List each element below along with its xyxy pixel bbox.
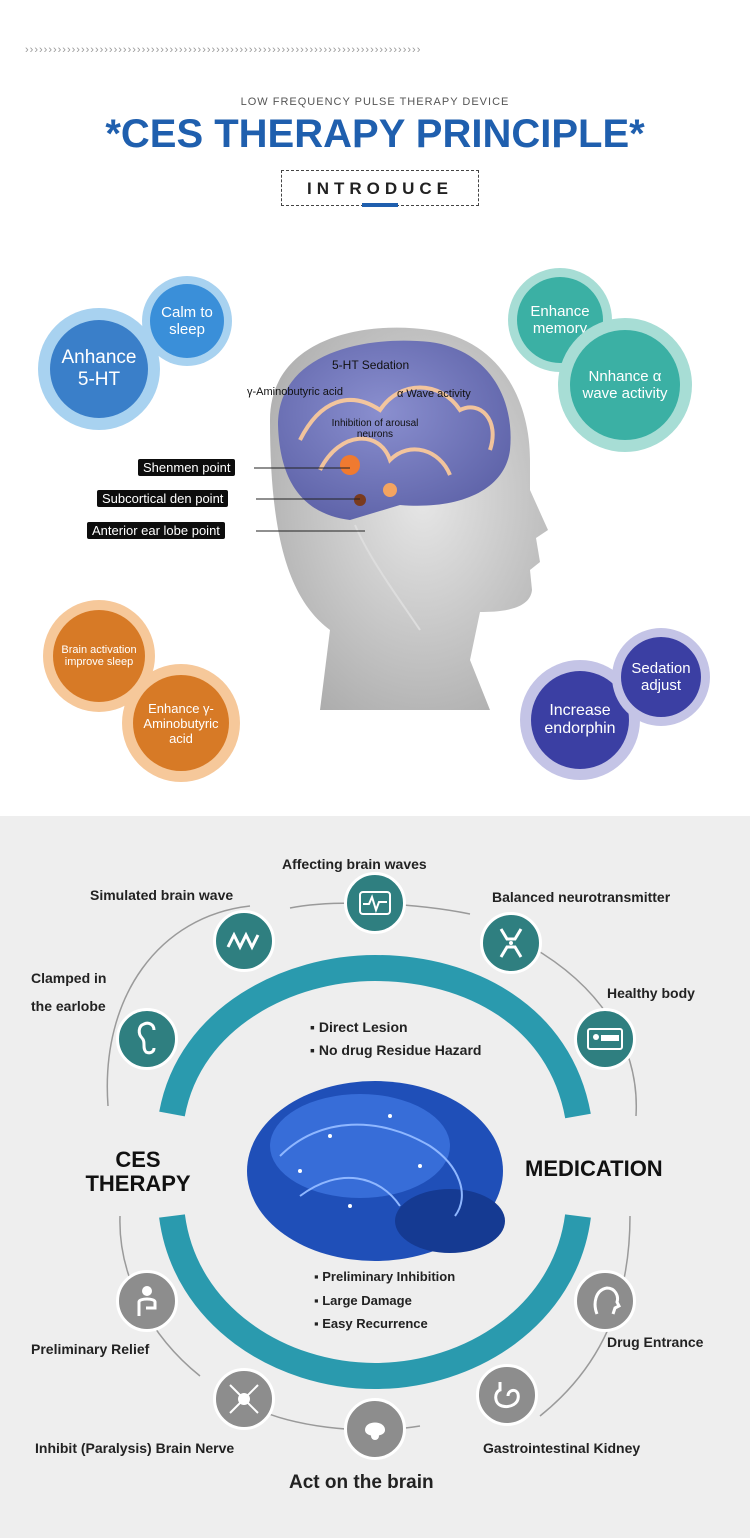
label-balanced-neurotransmitter: Balanced neurotransmitter: [492, 889, 671, 905]
med-drawback-1: ▪ Preliminary Inhibition: [314, 1269, 456, 1284]
bed-icon: [587, 1028, 623, 1050]
node-gastrointestinal: [476, 1364, 538, 1426]
introduce-underline: [362, 203, 398, 207]
bubble-anhance-5ht-outer: Anhance 5-HT: [38, 308, 160, 430]
node-brainwave-monitor: [344, 872, 406, 934]
page-subtitle: LOW FREQUENCY PULSE THERAPY DEVICE: [240, 96, 510, 108]
node-drug-entrance: [574, 1270, 636, 1332]
node-simulated-wave: [213, 910, 275, 972]
callout-anterior-ear-point: Anterior ear lobe point: [87, 522, 225, 539]
bubble-brain-activation: Brain activation improve sleep: [53, 610, 145, 702]
head-illustration: [270, 327, 548, 710]
stomach-icon: [494, 1382, 520, 1408]
callout-shenmen-point: Shenmen point: [138, 459, 236, 476]
bubble-calm-to-sleep: Calm to sleep: [150, 284, 224, 358]
zigzag-wave-icon: [226, 931, 260, 951]
node-act-on-brain: [344, 1398, 406, 1460]
label-5ht-sedation: 5-HT Sedation: [332, 358, 410, 372]
neuron-icon: [229, 1384, 259, 1414]
label-inhibition: Inhibition of arousal neurons: [331, 418, 419, 440]
label-act-on-brain: Act on the brain: [289, 1472, 434, 1493]
bubble-nnhance-alpha: Nnhance α wave activity: [570, 330, 680, 440]
medication-label: MEDICATION: [525, 1156, 663, 1181]
label-gaba: γ-Aminobutyric acid: [247, 386, 343, 398]
bubble-calm-sleep-outer: Calm to sleep: [142, 276, 232, 366]
label-simulated-brain-wave: Simulated brain wave: [90, 887, 234, 903]
ear-icon: [137, 1021, 156, 1055]
callout-subcortical-point: Subcortical den point: [97, 490, 229, 507]
label-affecting-brain-waves: Affecting brain waves: [282, 856, 427, 872]
label-gastrointestinal-kidney: Gastrointestinal Kidney: [483, 1440, 641, 1456]
label-alpha-wave: α Wave activity: [397, 388, 471, 400]
ces-benefit-1: ▪ Direct Lesion: [310, 1019, 408, 1035]
decorative-arrow-row: ››››››››››››››››››››››››››››››››››››››››…: [25, 44, 422, 56]
bubble-alpha-wave-outer: Nnhance α wave activity: [558, 318, 692, 452]
brain-icon: [365, 1422, 385, 1440]
label-clamped-in: Clamped in: [31, 970, 107, 986]
label-drug-entrance: Drug Entrance: [607, 1334, 704, 1350]
head-profile-icon: [593, 1286, 621, 1315]
label-healthy-body: Healthy body: [607, 985, 695, 1001]
med-drawback-2: ▪ Large Damage: [314, 1293, 412, 1308]
callout-leader-lines: [254, 467, 365, 532]
node-healthy-body: [574, 1008, 636, 1070]
node-neurotransmitter: [480, 912, 542, 974]
bubble-brain-activation-outer: Brain activation improve sleep: [43, 600, 155, 712]
person-sitting-icon: [137, 1286, 157, 1316]
heartbeat-monitor-icon: [359, 891, 391, 915]
label-inhibit-brain-nerve: Inhibit (Paralysis) Brain Nerve: [35, 1440, 235, 1456]
bubble-sedation-outer: Sedation adjust: [612, 628, 710, 726]
bubble-anhance-5ht: Anhance 5-HT: [50, 320, 148, 418]
page-title: *CES THERAPY PRINCIPLE*: [105, 112, 645, 156]
introduce-tag: INTRODUCE: [281, 170, 479, 206]
label-the-earlobe: the earlobe: [31, 998, 106, 1014]
node-preliminary-relief: [116, 1270, 178, 1332]
bubble-enhance-gaba: Enhance γ-Aminobutyric acid: [133, 675, 229, 771]
node-brain-nerve: [213, 1368, 275, 1430]
med-drawback-3: ▪ Easy Recurrence: [314, 1316, 428, 1331]
node-earlobe: [116, 1008, 178, 1070]
synapse-icon: [499, 928, 523, 958]
bubble-sedation-adjust: Sedation adjust: [621, 637, 701, 717]
bubble-gaba-outer: Enhance γ-Aminobutyric acid: [122, 664, 240, 782]
ces-benefit-2: ▪ No drug Residue Hazard: [310, 1042, 482, 1058]
label-preliminary-relief: Preliminary Relief: [31, 1341, 150, 1357]
